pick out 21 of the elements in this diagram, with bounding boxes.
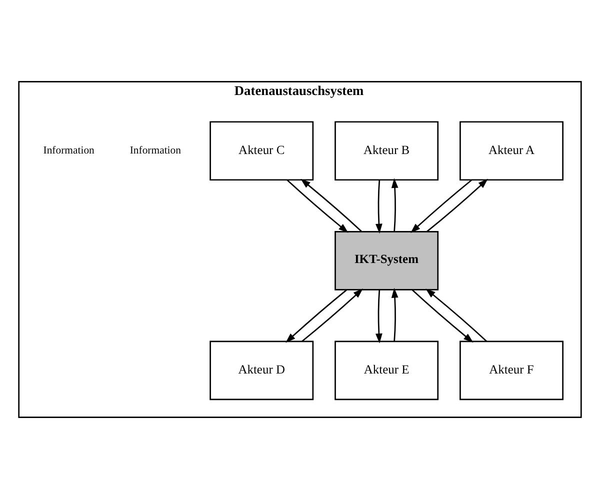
node-box: Akteur C: [210, 120, 314, 180]
arrow: [412, 288, 474, 342]
arrow: [391, 178, 398, 232]
arrow: [286, 179, 348, 232]
arrow: [410, 179, 472, 232]
arrow: [376, 180, 382, 234]
arrow: [302, 288, 363, 342]
node-box: Akteur B: [334, 120, 439, 180]
label: Information: [43, 144, 94, 156]
arrow: [300, 178, 362, 232]
node-box: Akteur D: [210, 340, 314, 400]
node-box: Akteur E: [334, 340, 439, 400]
label: Information: [130, 144, 181, 156]
arrow: [426, 288, 488, 342]
node-box: IKT-System: [334, 230, 439, 290]
node-box: Akteur A: [460, 120, 564, 180]
arrow: [426, 178, 488, 232]
arrow: [391, 287, 398, 341]
node-box: Akteur F: [460, 340, 564, 400]
arrow: [286, 288, 347, 342]
arrow: [376, 289, 382, 343]
